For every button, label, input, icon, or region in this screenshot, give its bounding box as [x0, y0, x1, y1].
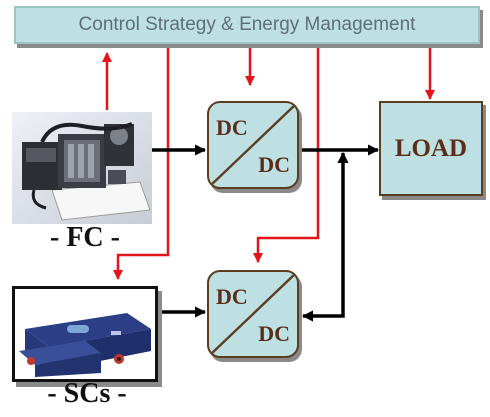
supercapacitor-module-photo: [12, 286, 158, 382]
converter-input-label: DC: [216, 284, 248, 309]
load-label: LOAD: [394, 134, 468, 162]
converter-output-label: DC: [258, 152, 290, 177]
bidirectional-link-wire: [301, 151, 349, 322]
fuel-cell-label: - FC -: [50, 222, 120, 253]
control-strategy-label: Control Strategy & Energy Management: [78, 14, 416, 35]
dc-dc-converter-1: DC DC: [207, 101, 299, 189]
control-to-converter2-arrow: [253, 45, 320, 263]
converter-output-label: DC: [258, 321, 290, 346]
control-strategy-box: Control Strategy & Energy Management: [14, 6, 480, 44]
supercapacitor-label: - SCs -: [47, 378, 127, 409]
dc-dc-converter-2: DC DC: [207, 270, 299, 358]
load-box: LOAD: [379, 101, 483, 196]
converter-diagonal-icon: [210, 273, 296, 355]
converter-input-label: DC: [216, 115, 248, 140]
fuel-cell-photo: [12, 112, 152, 224]
converter-diagonal-icon: [210, 104, 296, 186]
